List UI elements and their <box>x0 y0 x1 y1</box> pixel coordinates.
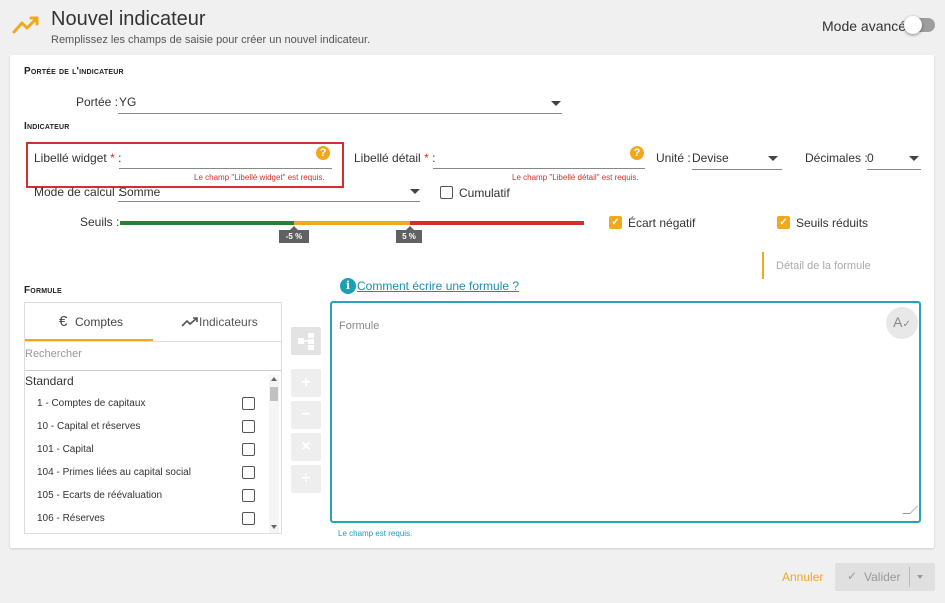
tab-comptes[interactable]: € Comptes <box>25 303 153 341</box>
tab-indicateurs[interactable]: Indicateurs <box>153 303 281 341</box>
list-item: 106 - Réserves <box>37 513 105 524</box>
list-item: 105 - Ecarts de réévaluation <box>37 490 163 501</box>
detail-label: Libellé détail * : <box>354 151 436 165</box>
spellcheck-icon[interactable]: A✓ <box>886 307 918 339</box>
page-subtitle: Remplissez les champs de saisie pour cré… <box>51 34 371 46</box>
info-icon: i <box>340 278 356 294</box>
trending-up-icon <box>12 12 40 36</box>
calc-mode-label: Mode de calcul : <box>34 185 122 199</box>
list-item: 104 - Primes liées au capital social <box>37 467 191 478</box>
reduced-thresholds-checkbox[interactable]: ✓ <box>777 216 790 229</box>
formula-detail-tab[interactable]: Détail de la formule <box>776 260 871 272</box>
operator-divide-button[interactable]: ÷ <box>291 465 321 493</box>
account-checkbox[interactable] <box>242 443 255 456</box>
indicator-section-title: Indicateur <box>24 121 70 132</box>
widget-label-highlight <box>26 142 344 188</box>
unit-label: Unité : <box>656 151 691 165</box>
widget-label: Libellé widget * : <box>34 151 122 165</box>
chevron-down-icon <box>909 156 919 161</box>
chevron-down-icon <box>768 156 778 161</box>
check-icon: ✓ <box>847 569 858 583</box>
negative-gap-checkbox[interactable]: ✓ <box>609 216 622 229</box>
negative-gap-label: Écart négatif <box>628 216 696 230</box>
portee-label: Portée : <box>76 95 119 109</box>
operator-plus-button[interactable]: + <box>291 369 321 397</box>
unit-value: Devise <box>692 151 729 165</box>
threshold-low-handle[interactable]: -5 % <box>279 230 309 243</box>
decimals-select[interactable]: 0 <box>867 148 921 170</box>
advanced-mode-toggle[interactable] <box>904 16 935 34</box>
list-item: 1 - Comptes de capitaux <box>37 398 146 409</box>
portee-select[interactable]: YG <box>118 92 562 114</box>
list-item: 10 - Capital et réserves <box>37 421 141 432</box>
thresholds-label: Seuils : <box>80 215 120 229</box>
page-title: Nouvel indicateur <box>51 8 206 30</box>
tree-view-button[interactable] <box>291 327 321 355</box>
portee-value: YG <box>119 95 137 109</box>
calc-mode-value: Somme <box>119 185 161 199</box>
operator-multiply-button[interactable]: × <box>291 433 321 461</box>
decimals-value: 0 <box>867 151 874 165</box>
account-checkbox[interactable] <box>242 489 255 502</box>
advanced-mode-label: Mode avancé <box>822 18 907 34</box>
cumulative-checkbox[interactable] <box>440 186 453 199</box>
formula-placeholder: Formule <box>339 320 380 332</box>
accounts-search-input[interactable]: Rechercher <box>25 348 82 360</box>
slider-segment-high <box>410 221 584 225</box>
formula-section-title: Formule <box>24 285 62 296</box>
slider-segment-mid <box>294 221 410 225</box>
slider-segment-low <box>120 221 294 225</box>
list-item: 101 - Capital <box>37 444 94 455</box>
chevron-down-icon <box>551 101 561 106</box>
account-checkbox[interactable] <box>242 466 255 479</box>
detail-label-input[interactable] <box>433 146 645 170</box>
reduced-thresholds-label: Seuils réduits <box>796 216 869 230</box>
cumulative-label: Cumulatif <box>459 186 510 200</box>
operator-minus-button[interactable]: − <box>291 401 321 429</box>
unit-select[interactable]: Devise <box>692 148 782 170</box>
decimals-label: Décimales : <box>805 151 868 165</box>
resize-handle[interactable] <box>902 506 918 514</box>
scope-section-title: Portée de l'indicateur <box>24 66 124 77</box>
help-icon[interactable]: ? <box>316 146 330 160</box>
accounts-group-label: Standard <box>25 374 74 388</box>
validate-button[interactable]: ✓ Valider <box>835 563 935 591</box>
chevron-down-icon[interactable] <box>917 575 923 579</box>
widget-label-input[interactable] <box>119 146 332 170</box>
formula-error: Le champ est requis. <box>338 529 413 538</box>
threshold-high-handle[interactable]: 5 % <box>396 230 422 243</box>
account-checkbox[interactable] <box>242 397 255 410</box>
scrollbar[interactable] <box>269 375 279 533</box>
formula-textarea[interactable]: Formule A✓ <box>330 301 921 523</box>
widget-label-error: Le champ "Libellé widget" est requis. <box>194 173 325 182</box>
formula-help-link[interactable]: Comment écrire une formule ? <box>357 279 520 293</box>
chevron-down-icon <box>410 189 420 194</box>
account-checkbox[interactable] <box>242 512 255 525</box>
thresholds-slider[interactable] <box>120 221 584 225</box>
trending-up-icon <box>181 315 199 333</box>
account-checkbox[interactable] <box>242 420 255 433</box>
detail-label-error: Le champ "Libellé détail" est requis. <box>512 173 639 182</box>
help-icon[interactable]: ? <box>630 146 644 160</box>
accounts-panel: € Comptes Indicateurs Rechercher Standar… <box>24 302 282 534</box>
tree-icon <box>298 333 314 350</box>
cancel-button[interactable]: Annuler <box>782 570 824 584</box>
calc-mode-select[interactable]: Somme <box>118 182 420 202</box>
euro-icon: € <box>59 313 68 330</box>
